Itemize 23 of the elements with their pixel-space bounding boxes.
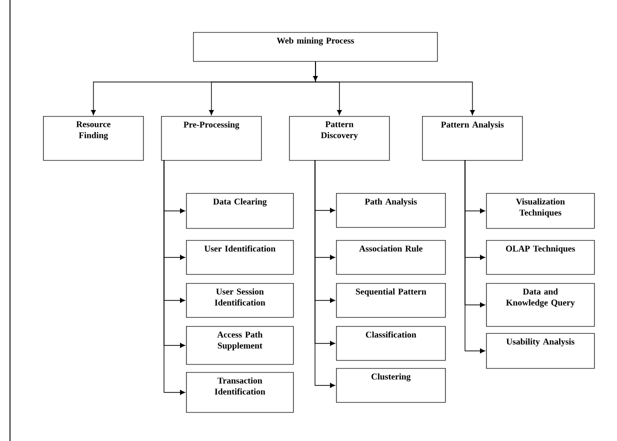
process-box: Pre-Processing	[161, 116, 262, 161]
process-box: Data and Knowledge Query	[486, 283, 595, 327]
process-box: Data Clearing	[186, 193, 294, 229]
process-box: Clustering	[336, 368, 446, 403]
process-box: Pattern Analysis	[422, 116, 523, 161]
arrow	[464, 160, 486, 354]
process-box: Classification	[336, 326, 446, 361]
process-box: OLAP Techniques	[486, 240, 595, 275]
process-box: Access Path Supplement	[186, 326, 294, 365]
arrow	[315, 61, 475, 116]
process-box: Resource Finding	[43, 116, 144, 161]
process-box: Path Analysis	[336, 193, 446, 228]
process-box: Transaction Identification	[186, 372, 294, 413]
arrow	[314, 160, 336, 388]
process-box: Pattern Discovery	[289, 116, 390, 161]
process-box: Web mining Process	[193, 32, 438, 62]
process-box: User Identification	[186, 240, 294, 275]
process-box: Sequential Pattern	[336, 283, 446, 318]
process-box: Association Rule	[336, 240, 446, 275]
process-box: Visualization Techniques	[486, 193, 595, 229]
arrow	[164, 160, 186, 395]
process-box: User Session Identification	[186, 283, 294, 318]
process-box: Usability Analysis	[486, 333, 595, 369]
